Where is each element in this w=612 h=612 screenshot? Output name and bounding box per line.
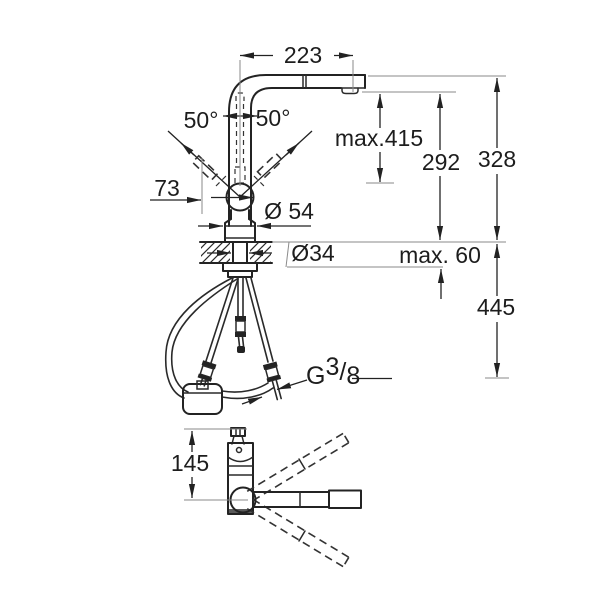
side-view-faucet: G3/8 [164, 74, 392, 415]
dim-front-height: 145 [171, 428, 248, 501]
thread-size-label: G3/8 [306, 353, 360, 390]
lever-ball-joint [211, 182, 255, 212]
dim-hole-diameter: Ø34 [207, 240, 335, 266]
supply-hoses [164, 276, 282, 415]
dim-label-73: 73 [154, 175, 180, 201]
base-flange [224, 209, 256, 242]
dim-label-50-right: 50° [256, 105, 291, 131]
aerator [341, 87, 359, 95]
dim-deck-thickness: max. 60 [399, 242, 481, 299]
front-spout-dashed-down [246, 498, 350, 568]
dim-lever-projection: 73 [150, 175, 201, 204]
dim-label-445: 445 [477, 294, 515, 320]
lever-dashed-left [191, 154, 219, 182]
front-body [227, 427, 254, 515]
dim-label-d54: Ø 54 [264, 198, 314, 224]
mounting-hardware [222, 262, 258, 278]
dim-label-223: 223 [284, 42, 322, 68]
dim-label-d34: Ø34 [291, 240, 335, 266]
dim-label-145: 145 [171, 450, 209, 476]
spout-and-body-outline [228, 74, 366, 227]
dim-spout-reach: 223 [240, 42, 353, 68]
dim-label-50-left: 50° [184, 107, 219, 133]
dim-label-328: 328 [478, 146, 516, 172]
hose-fitting-right [262, 361, 282, 401]
dim-hose-length: 445 [477, 244, 515, 377]
dimension-annotations: 223 50° 50° 73 max.415 292 328 [150, 42, 516, 379]
dim-max-height: max.415 [335, 94, 423, 182]
thread-callout: G3/8 [241, 353, 392, 405]
dim-label-max415: max.415 [335, 125, 423, 151]
front-view: 145 [171, 427, 362, 568]
dim-label-292: 292 [422, 149, 460, 175]
hose-weight [182, 380, 223, 415]
dim-outlet-height: 292 [422, 94, 460, 240]
front-spout-solid [229, 486, 362, 514]
lever-dashed-right [256, 152, 284, 180]
dim-base-diameter: Ø 54 [198, 198, 314, 230]
countertop-section [199, 241, 273, 264]
dim-label-max60: max. 60 [399, 242, 481, 268]
dim-total-height: 328 [478, 78, 516, 240]
